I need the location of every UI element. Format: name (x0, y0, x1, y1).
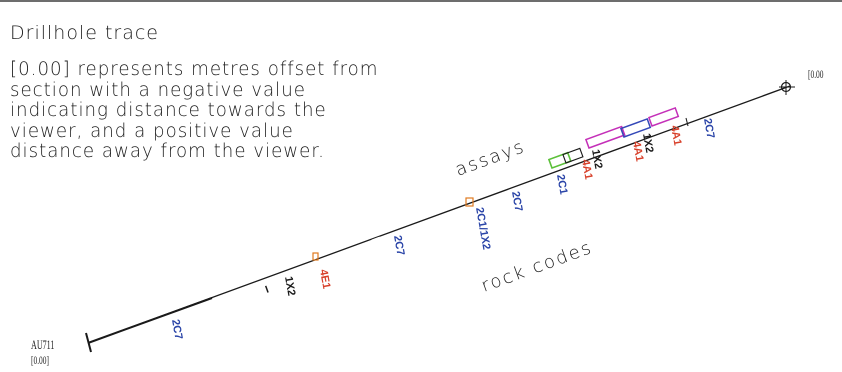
rock-code-label: 2C7 (391, 234, 406, 256)
rock-code-label: 4A1 (579, 158, 594, 180)
offset-explanation-note: [0.00] represents metres offset from sec… (10, 59, 379, 162)
top-border-rule (0, 0, 842, 2)
drill-trace-collar-segment (87, 297, 213, 344)
rock-code-label: 4A1 (668, 124, 683, 146)
magenta-interval-box (584, 125, 626, 149)
collar-tick (85, 332, 92, 353)
rock-code-label: 2C7 (169, 318, 184, 340)
rock-code-label: 2C1 (554, 173, 569, 195)
rock-code-label: 2C1/1X2 (473, 206, 492, 250)
figure-title: Drillhole trace (10, 22, 159, 44)
drill-trace-gap (371, 236, 381, 243)
rock-code-label: 2C7 (509, 190, 524, 212)
orange-interval-box (465, 197, 474, 207)
magenta-interval-box (647, 107, 680, 127)
interval-tick (685, 117, 689, 127)
end-of-hole-offset: [0.00 (808, 67, 824, 81)
blue-interval-box (619, 118, 652, 138)
assays-label: assays (453, 136, 529, 181)
rock-codes-label: rock codes (479, 237, 596, 297)
green-interval-box (547, 151, 572, 170)
rock-code-label: 4E1 (317, 268, 332, 289)
collar-hole-id: AU711 (31, 337, 55, 352)
interval-tick (264, 285, 269, 293)
collar-offset: [0.00] (31, 353, 49, 367)
rock-code-label: 4A1 (630, 140, 645, 162)
interval-marks (264, 107, 689, 293)
rock-code-label: 1X2 (282, 275, 297, 296)
black-interval-box (562, 147, 584, 164)
rock-code-label: 1X2 (589, 148, 604, 169)
orange-interval-box (312, 252, 319, 261)
rock-code-label: 1X2 (640, 132, 655, 153)
end-of-hole-symbol (779, 80, 795, 95)
rock-code-label: 2C7 (701, 117, 716, 139)
